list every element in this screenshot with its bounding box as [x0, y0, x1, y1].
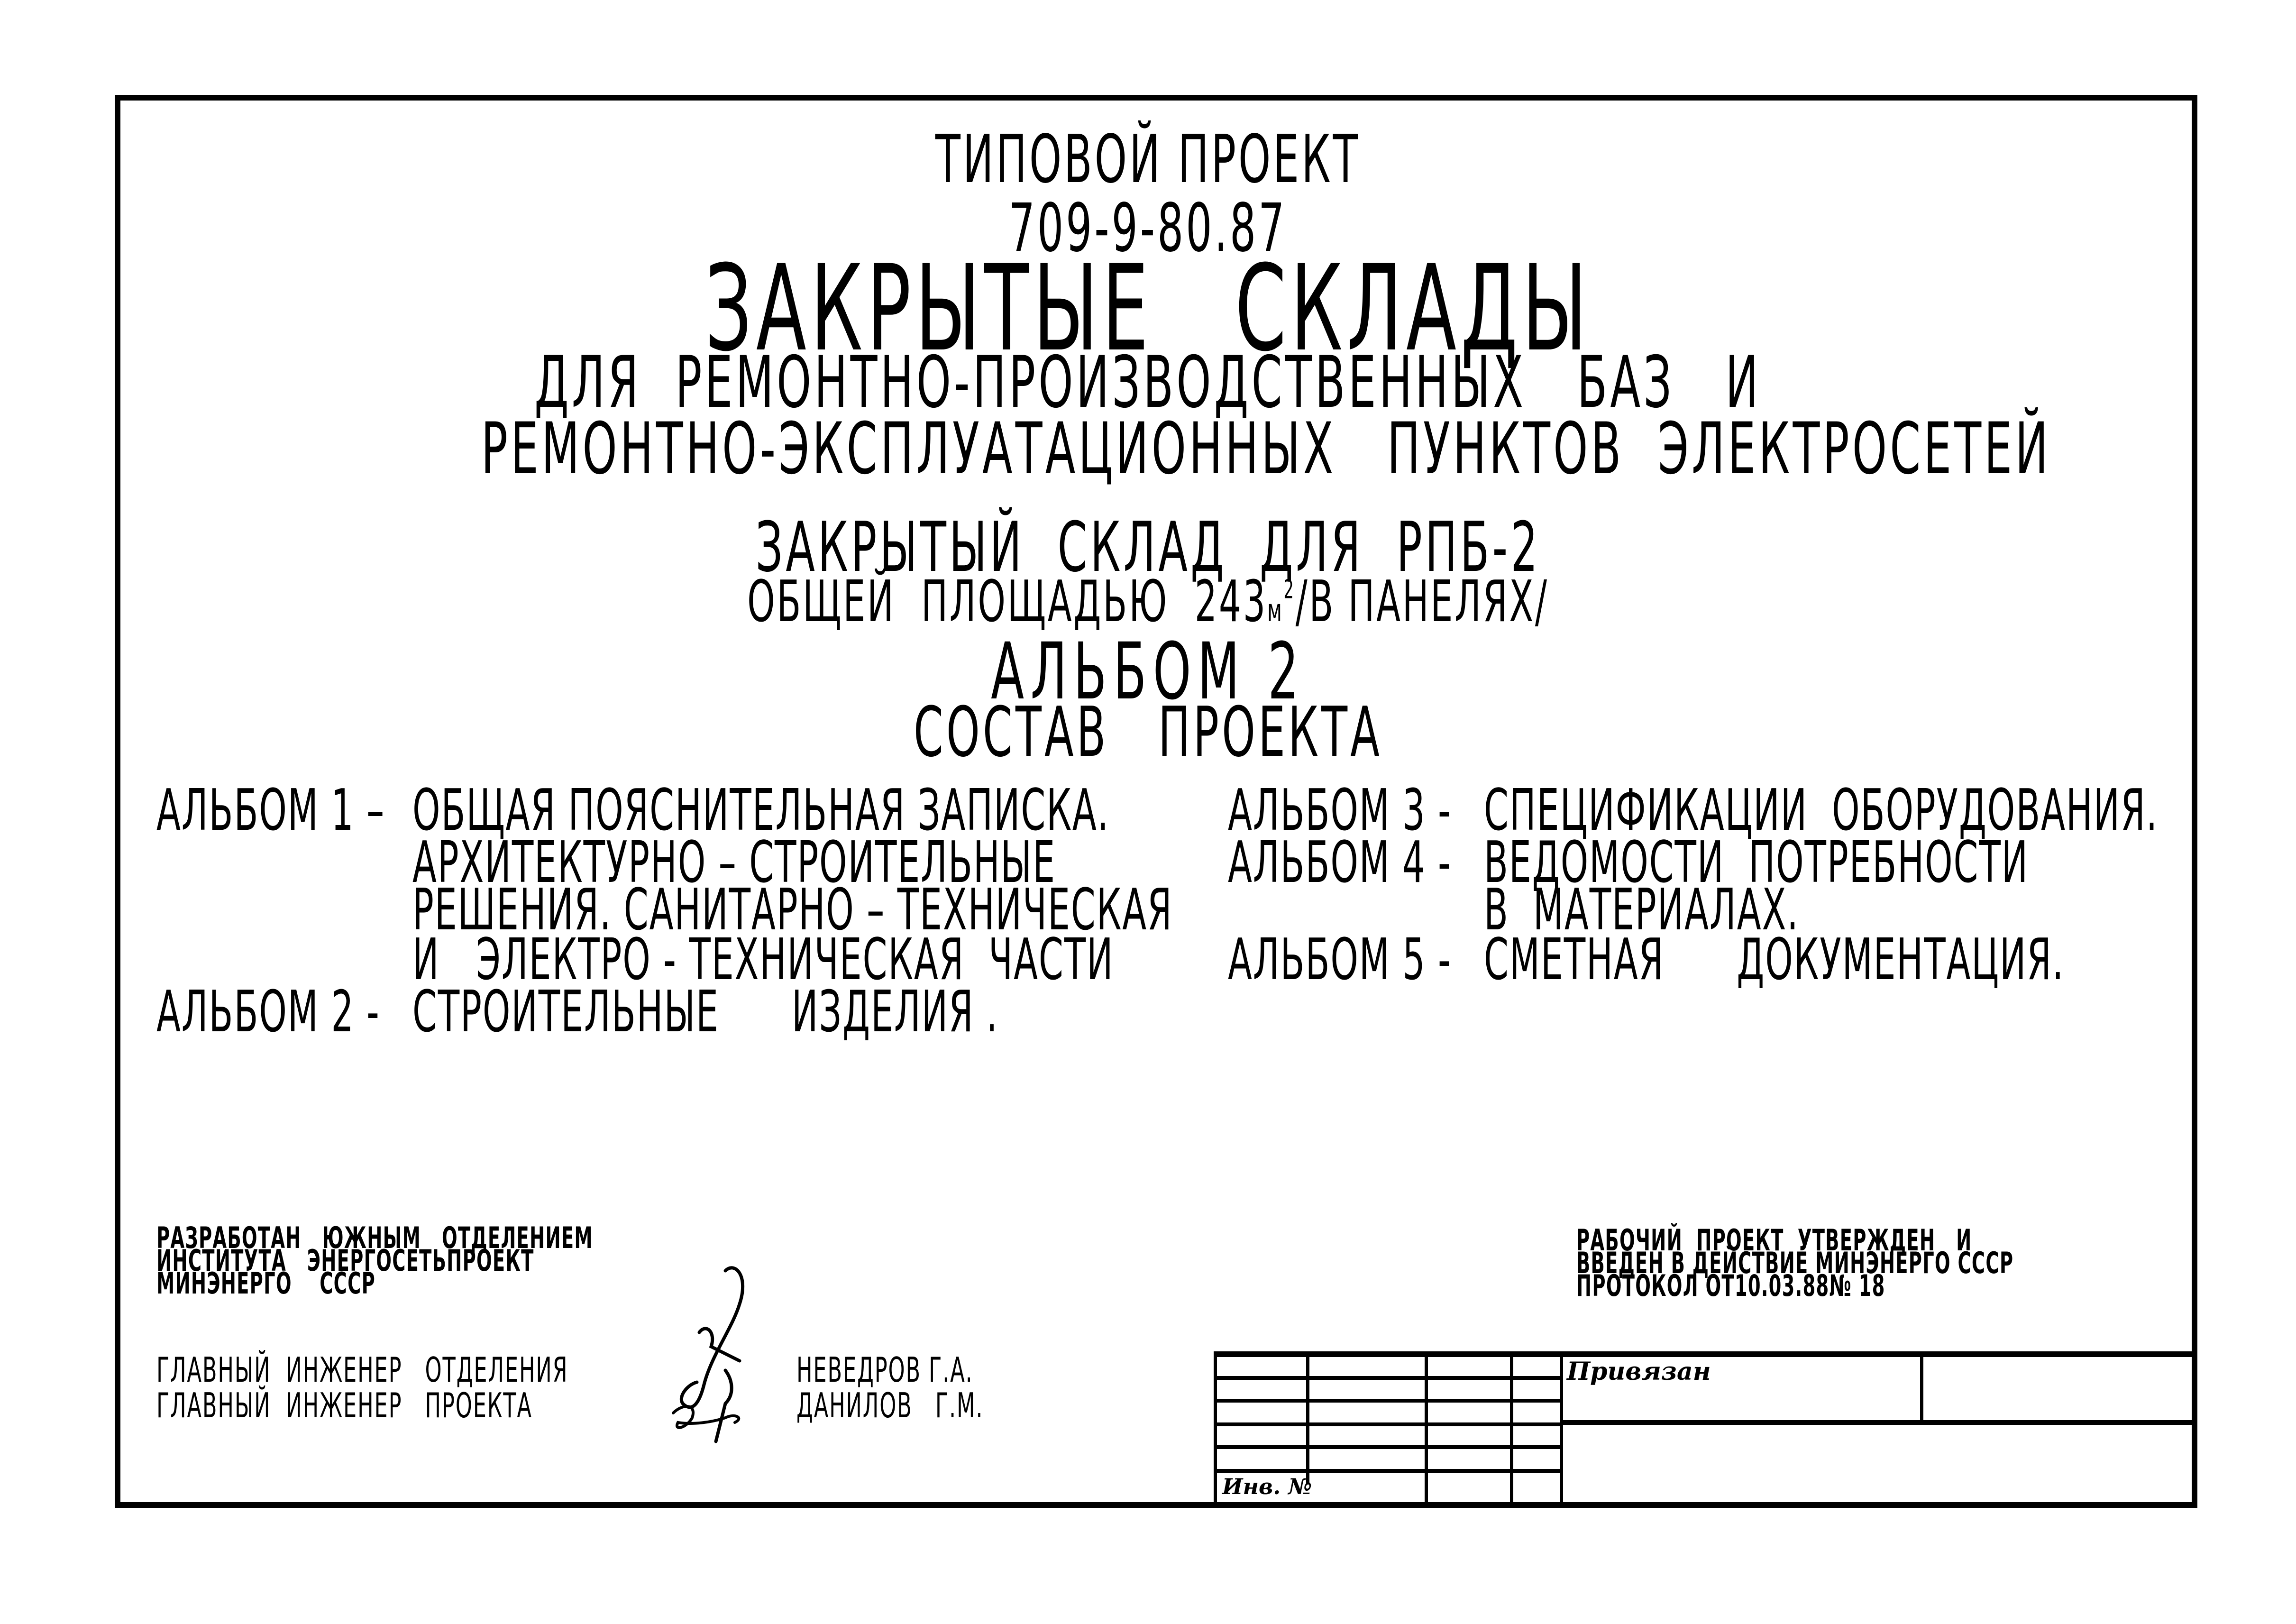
- warehouse-title: ЗАКРЫТЫЙ СКЛАД ДЛЯ РПБ-2: [755, 507, 1541, 587]
- project-number: 709-9-80.87: [1009, 190, 1287, 267]
- album-1-line-1: ОБЩАЯ ПОЯСНИТЕЛЬНАЯ ЗАПИСКА.: [412, 778, 1110, 844]
- area-superscript: 2: [1283, 574, 1296, 605]
- chief-engineer-department-role: ГЛАВНЫЙ ИНЖЕНЕР ОТДЕЛЕНИЯ: [156, 1350, 568, 1390]
- album-3-label: АЛЬБОМ 3 -: [1228, 778, 1452, 844]
- approval-line-3: ПРОТОКОЛ ОТ10.03.88№ 18: [1576, 1268, 1885, 1303]
- album-4-line-1: ВЕДОМОСТИ ПОТРЕБНОСТИ: [1484, 830, 2029, 896]
- album-2-line-1: СТРОИТЕЛЬНЫЕ ИЗДЕЛИЯ .: [412, 979, 998, 1045]
- subtitle-line-2: РЕМОНТНО-ЭКСПЛУАТАЦИОННЫХ ПУНКТОВ ЭЛЕКТР…: [481, 408, 2051, 490]
- developer-line-2: ИНСТИТУТА ЭНЕРГОСЕТЬПРОЕКТ: [156, 1243, 534, 1278]
- drawing-frame: [115, 95, 2197, 1508]
- developer-line-3: МИНЭНЕРГО СССР: [156, 1266, 375, 1301]
- approval-line-1: РАБОЧИЙ ПРОЕКТ УТВЕРЖДЕН И: [1576, 1223, 1972, 1257]
- album-2-label: АЛЬБОМ 2 -: [156, 979, 380, 1045]
- album-5-line-1: СМЕТНАЯ ДОКУМЕНТАЦИЯ.: [1484, 927, 2065, 993]
- album-title: АЛЬБОМ 2: [991, 626, 1305, 717]
- chief-engineer-department-name: НЕВЕДРОВ Г.А.: [796, 1350, 973, 1390]
- signature-scribble-icon: [672, 1266, 745, 1443]
- area-line: ОБЩЕЙ ПЛОЩАДЬЮ 243м2/В ПАНЕЛЯХ/: [0, 569, 2296, 635]
- area-suffix: /В ПАНЕЛЯХ/: [1295, 569, 1549, 635]
- chief-engineer-project-name: ДАНИЛОВ Г.М.: [796, 1385, 984, 1425]
- area-unit: м: [1267, 592, 1284, 629]
- composition-title: СОСТАВ ПРОЕКТА: [914, 692, 1382, 772]
- inventory-number-label: Инв. №: [1222, 1474, 1312, 1499]
- album-1-label: АЛЬБОМ 1 –: [156, 778, 385, 844]
- bound-label: Привязан: [1567, 1357, 1711, 1386]
- chief-engineer-project-role: ГЛАВНЫЙ ИНЖЕНЕР ПРОЕКТА: [156, 1385, 532, 1425]
- album-1-line-3: РЕШЕНИЯ. САНИТАРНО – ТЕХНИЧЕСКАЯ: [412, 877, 1173, 943]
- subtitle-line-1: ДЛЯ РЕМОНТНО-ПРОИЗВОДСТВЕННЫХ БАЗ И: [534, 341, 1762, 424]
- developer-line-1: РАЗРАБОТАН ЮЖНЫМ ОТДЕЛЕНИЕМ: [156, 1220, 593, 1255]
- album-3-line-1: СПЕЦИФИКАЦИИ ОБОРУДОВАНИЯ.: [1484, 778, 2159, 844]
- album-4-line-2: В МАТЕРИАЛАХ.: [1484, 877, 1799, 943]
- album-4-label: АЛЬБОМ 4 -: [1228, 830, 1452, 896]
- album-1-line-4: И ЭЛЕКТРО - ТЕХНИЧЕСКАЯ ЧАСТИ: [412, 927, 1114, 993]
- area-prefix: ОБЩЕЙ ПЛОЩАДЬЮ 243: [747, 569, 1268, 635]
- document-type-label: ТИПОВОЙ ПРОЕКТ: [935, 121, 1361, 198]
- album-1-line-2: АРХИТЕКТУРНО – СТРОИТЕЛЬНЫЕ: [412, 830, 1056, 896]
- main-title: ЗАКРЫТЫЕ СКЛАДЫ: [704, 239, 1592, 377]
- approval-line-2: ВВЕДЕН В ДЕЙСТВИЕ МИНЭНЕРГО СССР: [1576, 1246, 2014, 1280]
- album-5-label: АЛЬБОМ 5 -: [1228, 927, 1452, 993]
